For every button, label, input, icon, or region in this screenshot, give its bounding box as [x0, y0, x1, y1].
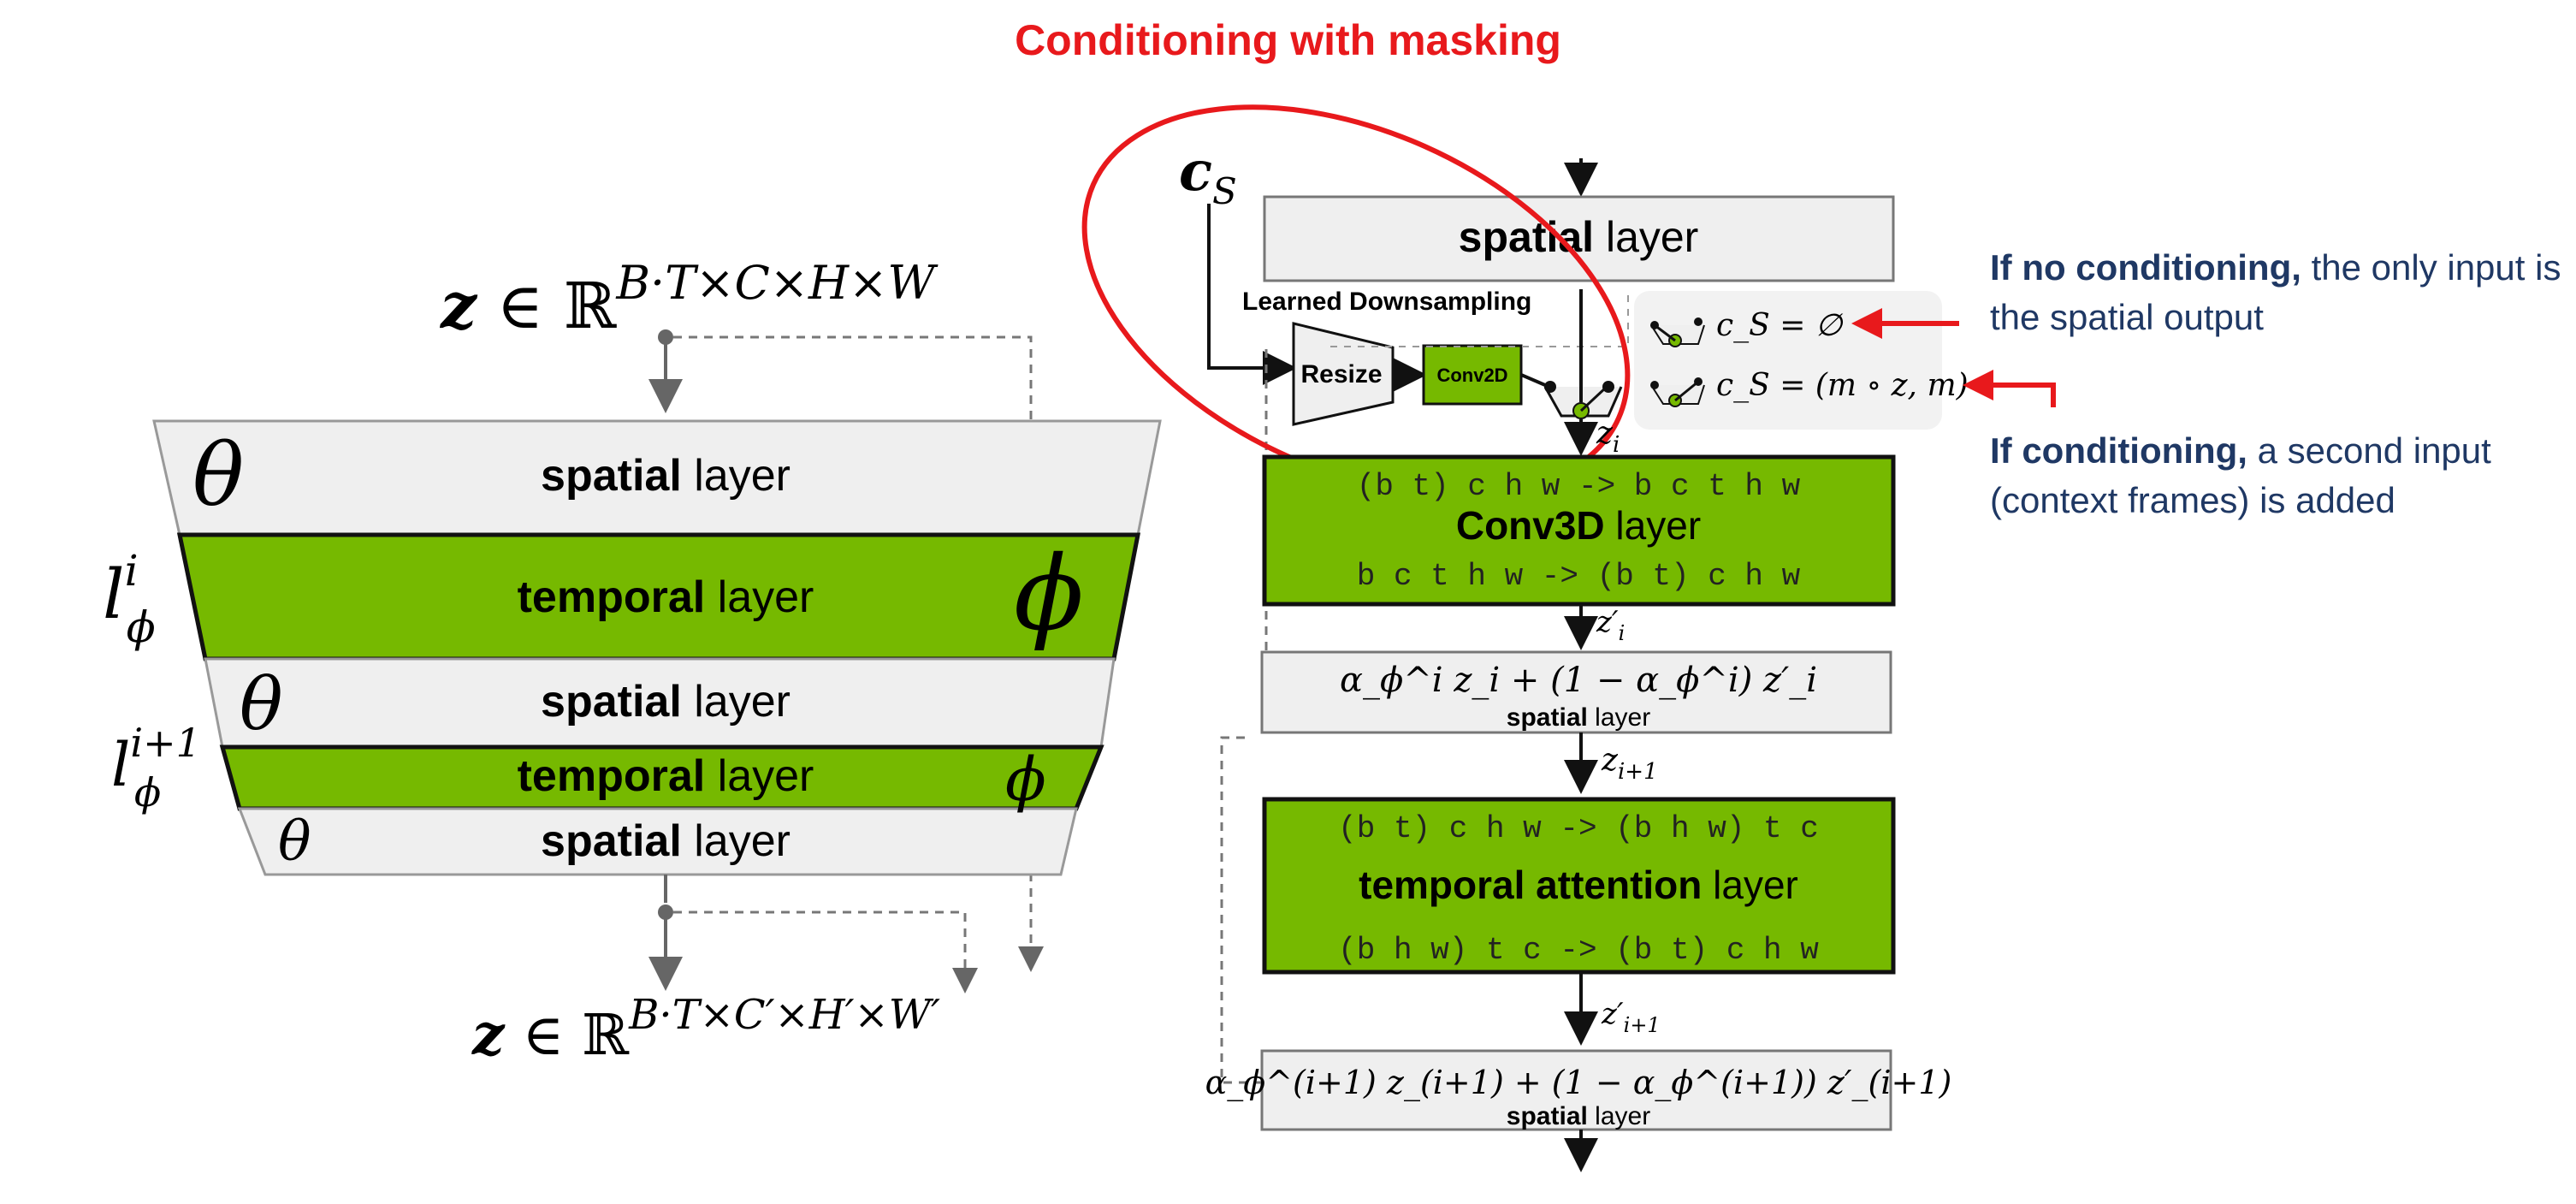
cs-label: cS	[1179, 139, 1237, 212]
resize-label: Resize	[1300, 360, 1382, 388]
conv3d-label: Conv3D layer	[1456, 503, 1701, 548]
option-no-conditioning: c_S = ∅	[1716, 308, 1844, 343]
diagram-title: Conditioning with masking	[1015, 16, 1561, 64]
spatial-layer-3	[237, 807, 1078, 876]
mix-spatial-layer-1	[1260, 650, 1892, 734]
learned-downsampling-label: Learned Downsampling	[1242, 288, 1531, 316]
conv3d-layer-block	[1262, 454, 1896, 607]
right-detail-block: spatial layer cS Learned Downsampling Re…	[1081, 104, 2056, 1172]
left-layer-label-5: spatial layer	[541, 816, 791, 866]
right-spatial-top-label: spatial layer	[1459, 213, 1699, 261]
switch-icon-option-2	[1650, 377, 1705, 407]
left-unet-stack: z ∈ ℝB·T×C×H×W spatial layer temporal la…	[103, 256, 1162, 1068]
theta-symbol-1: θ	[192, 425, 244, 525]
temporal-attention-block	[1262, 797, 1896, 975]
phi-symbol-1: ϕ	[1014, 535, 1084, 654]
conv3d-reshape-in: (b t) c h w -> b c t h w	[1357, 469, 1801, 504]
left-layer-label-1: spatial layer	[541, 451, 791, 501]
temporal-attention-label: temporal attention layer	[1359, 863, 1798, 907]
attn-reshape-out: (b h w) t c -> (b t) c h w	[1338, 933, 1819, 968]
option-with-conditioning: c_S = (m ∘ z, m)	[1716, 368, 1969, 403]
conv2d-block	[1422, 344, 1523, 406]
left-layer-label-4: temporal layer	[518, 751, 814, 801]
conv2d-label: Conv2D	[1436, 365, 1507, 386]
zi1-prime-label: z′i+1	[1601, 997, 1661, 1037]
mix-formula-2: α_ϕ^(i+1) z_(i+1) + (1 − α_ϕ^(i+1)) z′_(…	[1205, 1064, 1952, 1102]
mix-spatial-layer-2	[1260, 1049, 1892, 1131]
left-layer-label-2: temporal layer	[518, 572, 814, 622]
mix-formula-1: α_ϕ^i z_i + (1 − α_ϕ^i) z′_i	[1340, 661, 1817, 700]
mix-spatial-label-2: spatial layer	[1507, 1102, 1650, 1130]
left-layer-label-3: spatial layer	[541, 677, 791, 727]
red-arrow-cond	[1963, 370, 2056, 407]
note-conditioning: If conditioning, a second input (context…	[1990, 430, 2491, 520]
output-tensor-label: z ∈ ℝB·T×C′×H′×W′	[471, 991, 940, 1068]
attn-reshape-in: (b t) c h w -> (b h w) t c	[1338, 811, 1819, 846]
input-tensor-label: z ∈ ℝB·T×C×H×W	[439, 256, 939, 343]
zi1-label: zi+1	[1601, 743, 1658, 785]
resize-block	[1292, 322, 1395, 426]
mix-spatial-label-1: spatial layer	[1507, 703, 1650, 732]
theta-symbol-3: θ	[278, 810, 311, 874]
phi-symbol-2: ϕ	[1005, 744, 1046, 815]
note-no-conditioning: If no conditioning, the only input is th…	[1990, 247, 2561, 337]
conv3d-reshape-out: b c t h w -> (b t) c h w	[1357, 559, 1801, 594]
switch-icon-option-1	[1650, 317, 1705, 347]
theta-symbol-2: θ	[240, 662, 283, 746]
right-spatial-layer-top	[1263, 195, 1895, 282]
zi-prime-label: z′i	[1596, 605, 1625, 645]
